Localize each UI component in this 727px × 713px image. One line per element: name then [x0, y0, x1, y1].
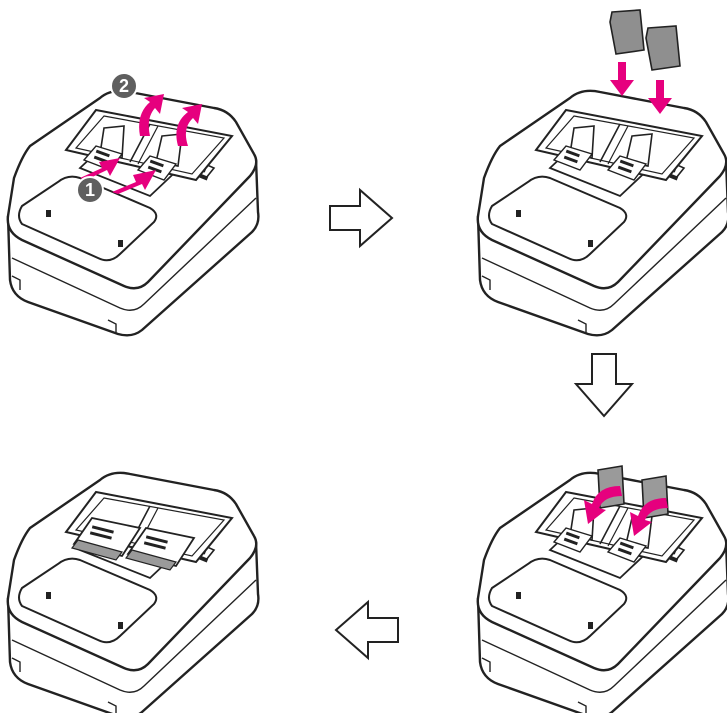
svg-text:1: 1: [85, 180, 95, 200]
sd-card-icon: [645, 25, 681, 71]
insert-arrow-icon: [610, 62, 634, 96]
close-arrow-icon: [584, 486, 622, 524]
down-arrow-icon: [575, 353, 633, 417]
lift-arrow-icon: [139, 94, 164, 136]
sd-card-icon: [609, 9, 645, 55]
step-badge-1: 1: [76, 176, 104, 204]
svg-text:2: 2: [119, 76, 129, 96]
step-badge-2: 2: [110, 72, 138, 100]
step-1-open-slots: 2 1: [6, 72, 260, 337]
close-arrow-icon: [630, 498, 668, 536]
step-2-insert-cards: [476, 9, 727, 337]
lift-arrow-icon: [176, 104, 202, 146]
slide-arrow-icon: [80, 158, 120, 180]
step-4-cards-locked: [6, 471, 260, 713]
left-arrow-icon: [335, 601, 399, 659]
insert-arrow-icon: [648, 80, 672, 114]
slide-arrow-icon: [112, 170, 156, 194]
right-arrow-icon: [329, 189, 393, 247]
step-3-close-covers: [476, 465, 727, 713]
